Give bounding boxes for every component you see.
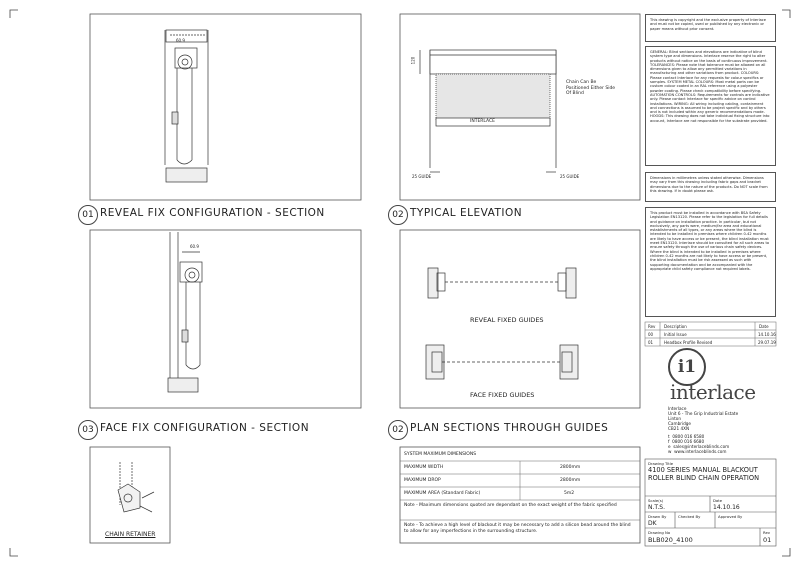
dim-label-side: 120 [410, 56, 416, 65]
drawing-number: BLB020_4100 [648, 536, 693, 544]
drawn-by-value: DK [648, 520, 657, 527]
view-title-04: PLAN SECTIONS THROUGH GUIDES [410, 422, 609, 434]
plan-sections-drawing [425, 267, 579, 380]
view-number-03: 03 [78, 420, 98, 440]
view-number-02: 02 [388, 205, 408, 225]
view-title-03: FACE FIX CONFIGURATION - SECTION [100, 422, 310, 434]
date-value: 14.10.16 [713, 504, 740, 511]
reveal-guides-label: REVEAL FIXED GUIDES [470, 316, 544, 324]
rev-row-date: 29.07.19 [758, 340, 776, 345]
view-title-02: TYPICAL ELEVATION [410, 207, 523, 219]
face-guides-label: FACE FIXED GUIDES [470, 391, 535, 399]
copyright-note: This drawing is copyright and the exclus… [645, 14, 776, 42]
rev-row-desc: Headbox Profile Revised [664, 340, 713, 345]
typical-elevation-drawing [419, 49, 557, 173]
drawing-title: 4100 SERIES MANUAL BLACKOUT ROLLER BLIND… [648, 466, 759, 482]
dims-row-value: 2800mm [560, 478, 581, 483]
checked-by-label: Checked By [678, 514, 701, 519]
interlace-logo-text: interlace [670, 380, 756, 404]
elevation-brand-label: INTERLACE [470, 119, 496, 124]
dims-row-value: 2800mm [560, 465, 581, 470]
company-address: Interlace Unit 6 - The Grip Industrial E… [668, 406, 739, 431]
rev-header-date: Date [759, 324, 769, 329]
view-number-04: 02 [388, 420, 408, 440]
dims-row-label: MAXIMUM WIDTH [404, 465, 444, 470]
face-fix-section-drawing [167, 232, 203, 393]
dims-note-1: Note - Maximum dimensions quoted are dep… [404, 503, 617, 508]
view-title-01: REVEAL FIX CONFIGURATION - SECTION [100, 207, 325, 219]
rev-row-desc: Initial Issue [664, 332, 687, 337]
installation-note: This product must be installed in accord… [645, 207, 776, 317]
dim-label-top-1: 60.9 [176, 38, 185, 43]
drawing-number-label: Drawing No [648, 530, 671, 535]
scale-value: N.T.S. [648, 504, 665, 511]
chain-retainer-label: CHAIN RETAINER [105, 531, 156, 538]
dims-note-2: Note - To achieve a high level of blacko… [404, 523, 631, 534]
dims-row-value: 5m2 [564, 491, 575, 496]
rev-header-desc: Description [664, 324, 687, 329]
company-contacts: t 0800 016 6580 f 0800 016 6680 e sales@… [668, 434, 730, 454]
dims-row-label: MAXIMUM DROP [404, 478, 441, 483]
chain-retainer-drawing [117, 462, 155, 513]
drawing-title-label: Drawing Title [648, 461, 674, 466]
scale-label: Scale(s) [648, 498, 664, 503]
dims-table-header: SYSTEM MAXIMUM DIMENSIONS [404, 452, 477, 457]
rev-label: Rev [763, 530, 771, 535]
rev-value: 01 [763, 536, 772, 544]
rev-header-rev: Rev [648, 324, 656, 329]
view-number-01: 01 [78, 205, 98, 225]
rev-row-rev: 00 [648, 332, 654, 337]
date-label: Date [713, 498, 723, 503]
drawn-by-label: Drawn By [648, 514, 667, 519]
chain-note: Chain Can Be Positioned Either Side Of B… [566, 80, 616, 96]
dim-label-top-2: 60.9 [190, 244, 199, 249]
guide-right-label: 25 GUIDE [560, 174, 580, 179]
general-notes: GENERAL: Blind sections and elevations a… [645, 46, 776, 166]
dims-row-label: MAXIMUM AREA (Standard Fabric) [404, 491, 481, 496]
interlace-logo-mark: i1 [668, 348, 706, 386]
approved-by-label: Approved By [718, 514, 743, 519]
rev-row-rev: 01 [648, 340, 654, 345]
reveal-fix-section-drawing [164, 29, 209, 183]
rev-row-date: 14.10.16 [758, 332, 776, 337]
guide-left-label: 25 GUIDE [412, 174, 432, 179]
dimensions-note: Dimensions in millimetres unless stated … [645, 172, 776, 202]
